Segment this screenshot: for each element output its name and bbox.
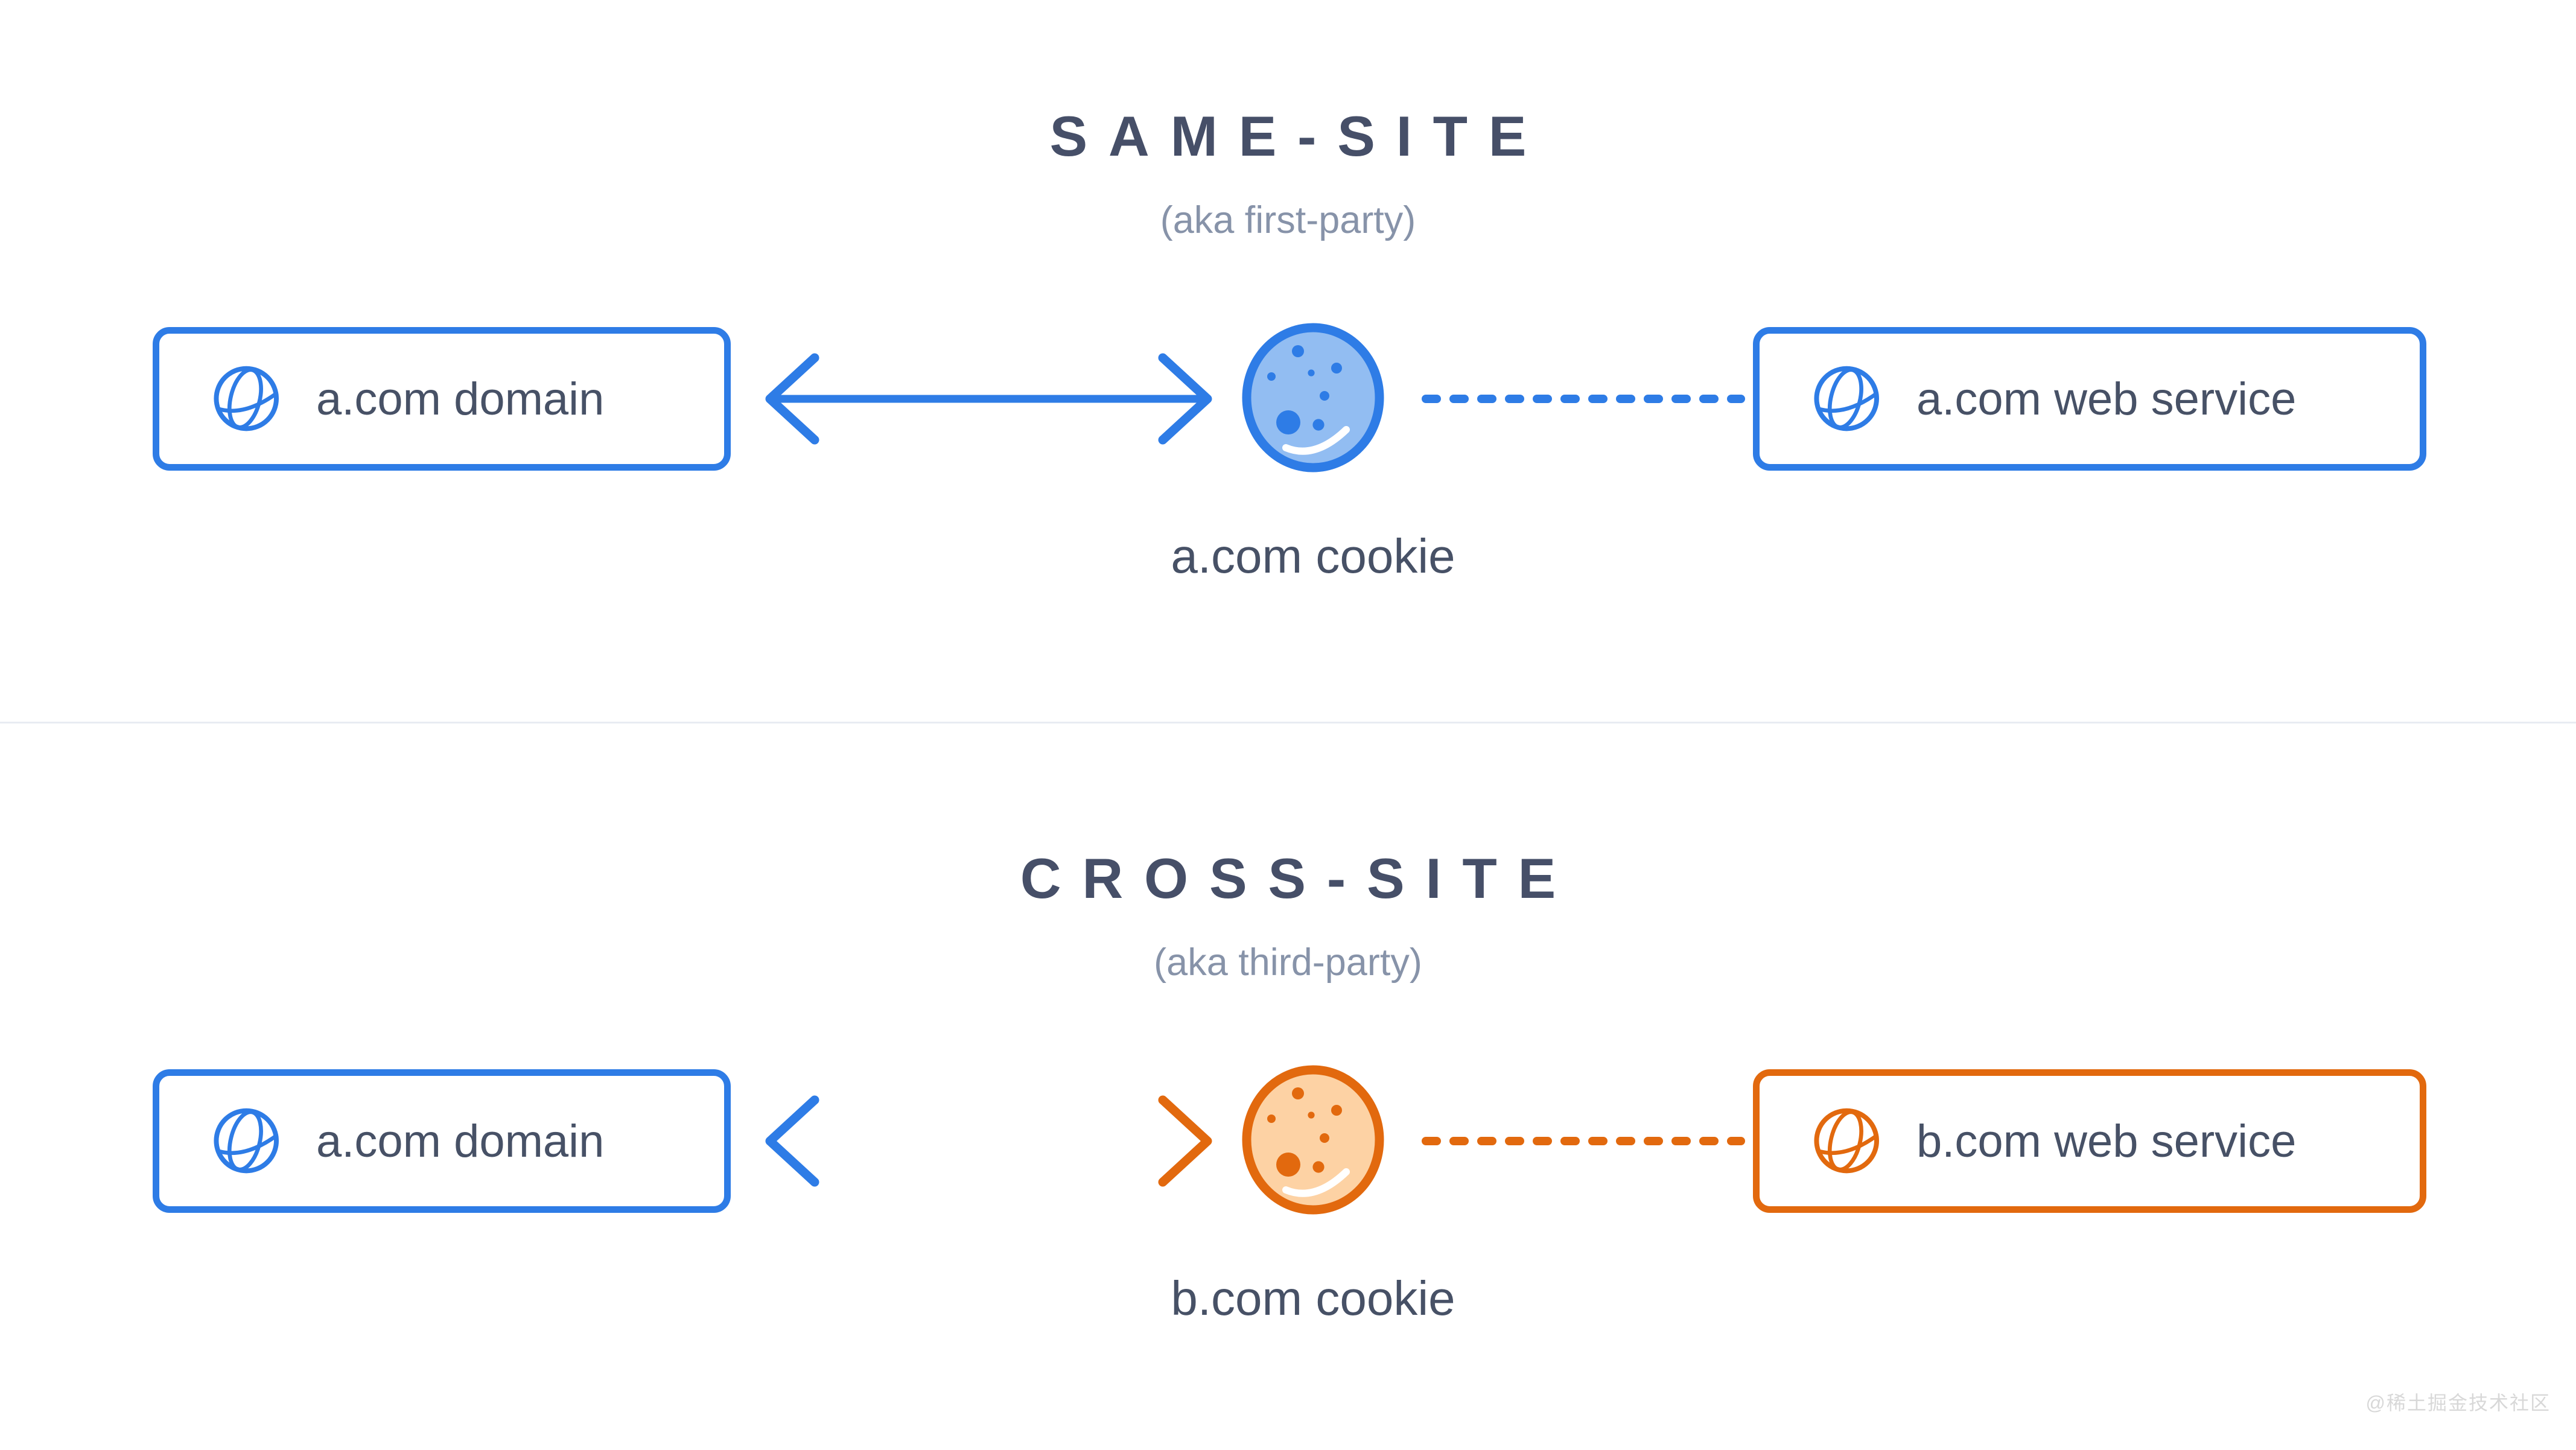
- service-box-label: b.com web service: [1916, 1115, 2297, 1167]
- dashed-connector: [1422, 1137, 1745, 1145]
- section-divider: [0, 722, 2576, 723]
- globe-icon: [212, 1105, 282, 1177]
- cookie-icon: [1242, 1065, 1384, 1215]
- dashed-connector: [1422, 395, 1745, 403]
- same-site-title: SAME-SITE: [1049, 104, 1548, 168]
- globe-icon: [212, 363, 282, 435]
- cookie-caption: b.com cookie: [1171, 1271, 1455, 1325]
- cross-site-service-box: b.com web service: [1753, 1069, 2426, 1213]
- service-box-label: a.com web service: [1916, 373, 2297, 425]
- domain-box-label: a.com domain: [316, 1115, 605, 1167]
- cross-site-subtitle: (aka third-party): [1154, 941, 1422, 984]
- cross-site-title: CROSS-SITE: [1020, 847, 1577, 910]
- watermark: @稀土掘金技术社区: [2365, 1392, 2551, 1414]
- same-site-service-box: a.com web service: [1753, 327, 2426, 471]
- double-arrow: [765, 353, 1212, 445]
- same-site-subtitle: (aka first-party): [1160, 199, 1416, 241]
- cookie-icon: [1242, 323, 1384, 472]
- cookie-caption: a.com cookie: [1171, 529, 1455, 583]
- same-site-domain-box: a.com domain: [153, 327, 731, 471]
- cross-site-domain-box: a.com domain: [153, 1069, 731, 1213]
- globe-icon: [1813, 363, 1883, 435]
- domain-box-label: a.com domain: [316, 373, 605, 425]
- globe-icon: [1813, 1105, 1883, 1177]
- double-arrow-gradient: [765, 1095, 1212, 1187]
